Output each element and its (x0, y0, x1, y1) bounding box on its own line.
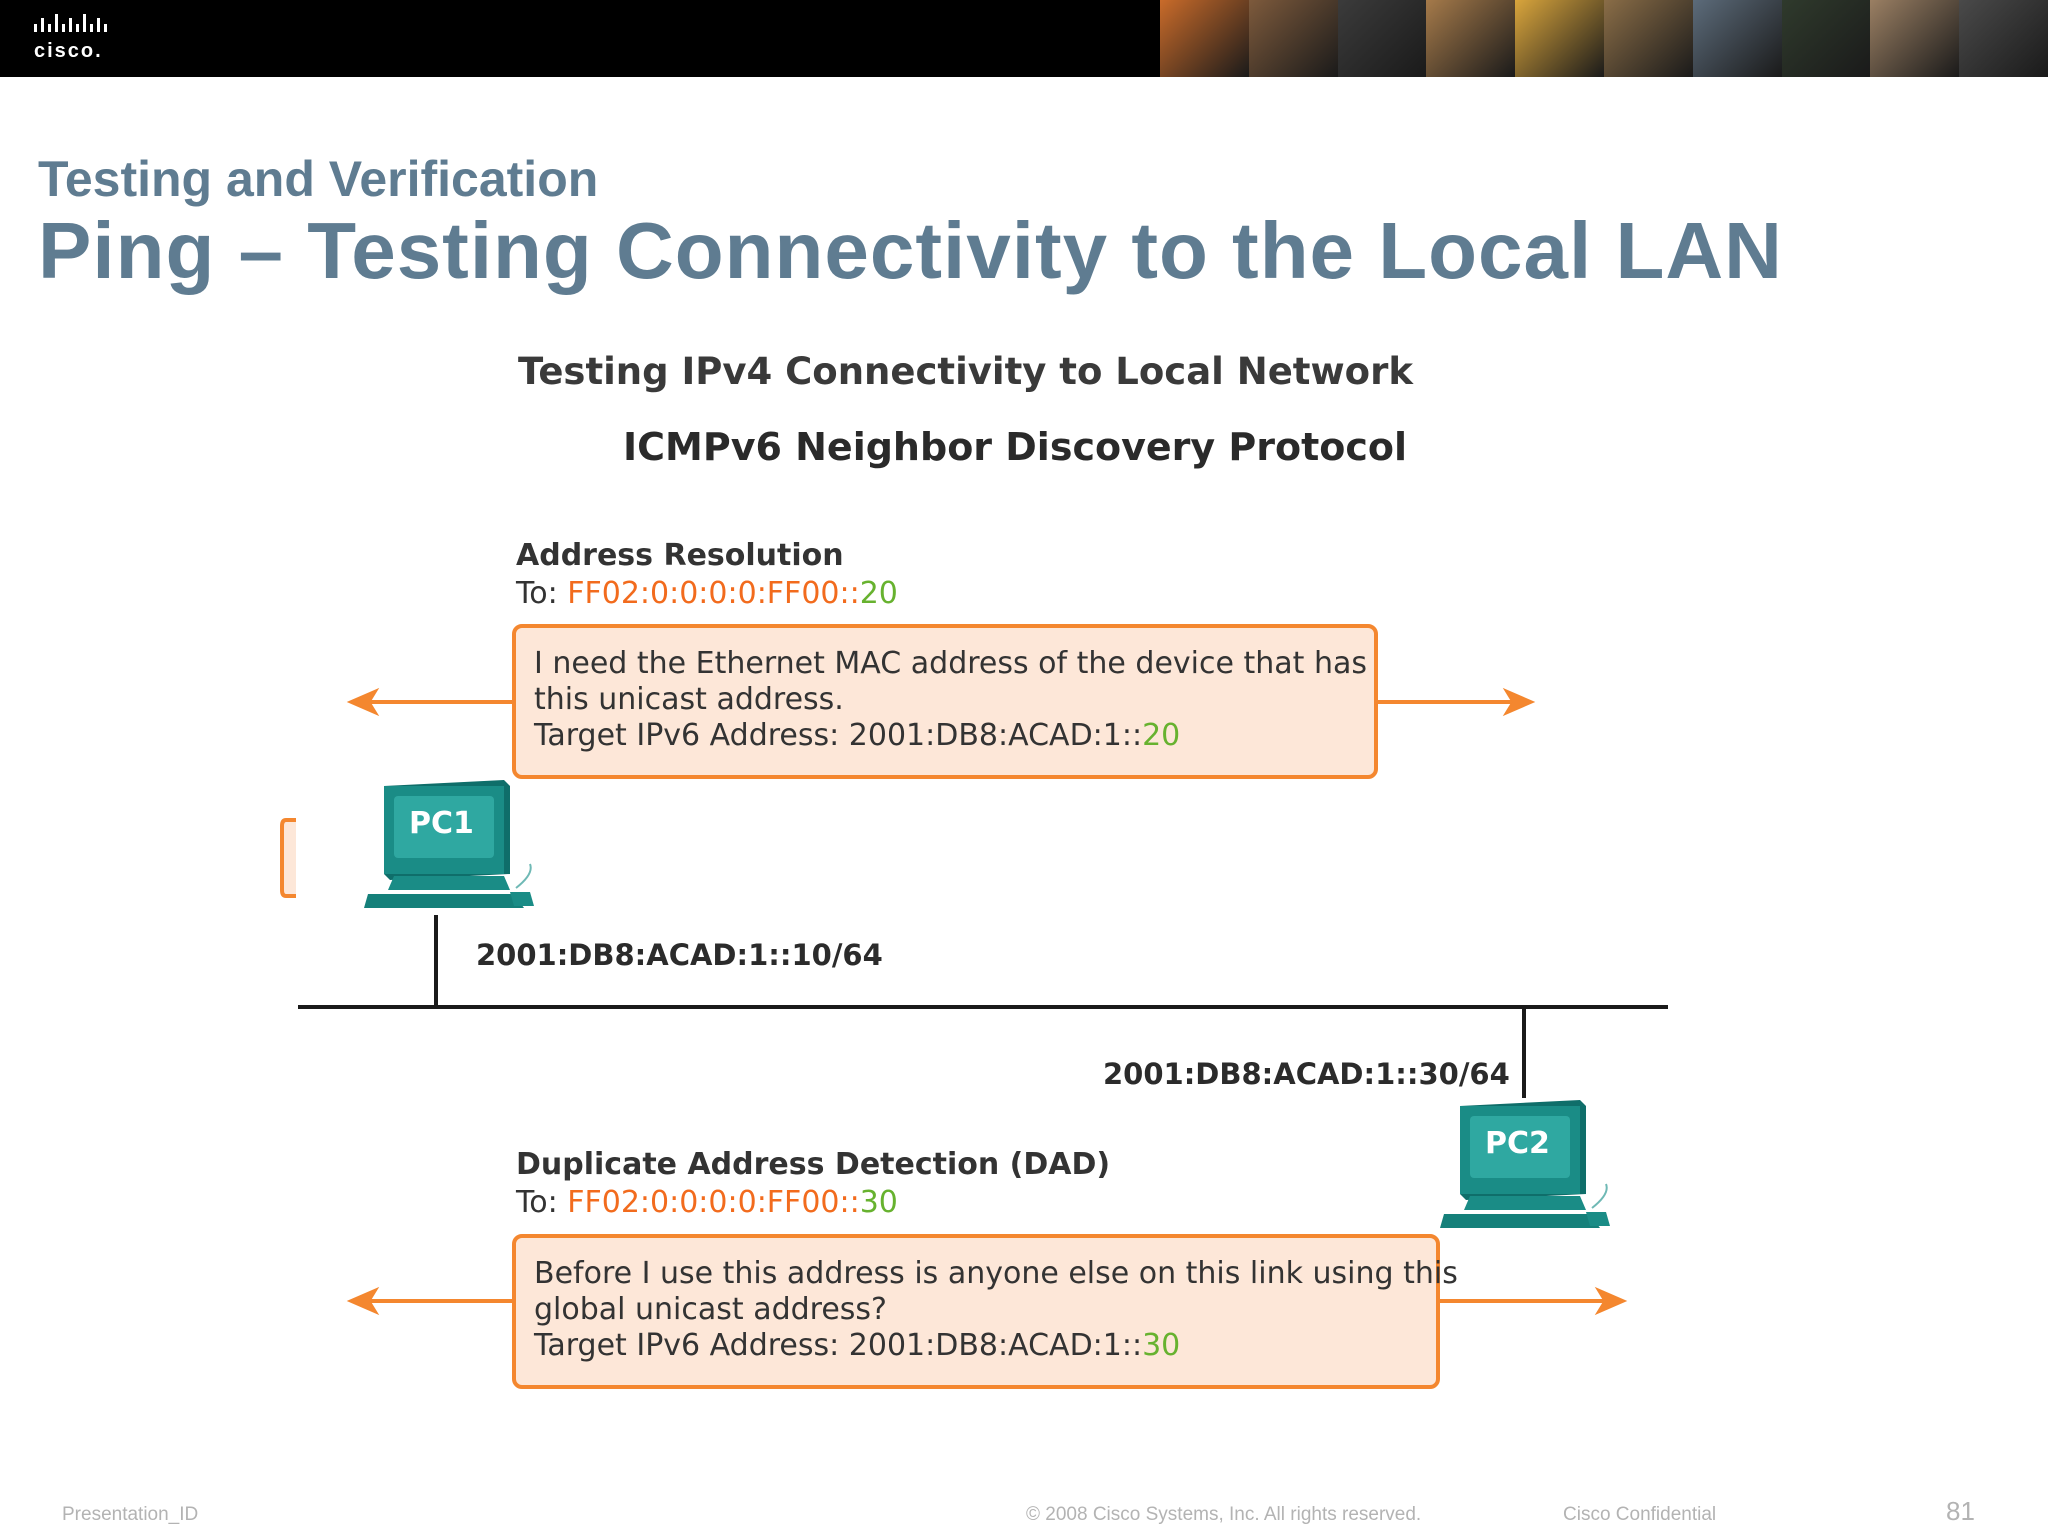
page-number: 81 (1946, 1496, 1975, 1526)
to-multicast: FF02:0:0:0:0:FF00 (567, 576, 840, 611)
address-resolution-message-box: I need the Ethernet MAC address of the d… (512, 624, 1378, 779)
diagram-title: Testing IPv4 Connectivity to Local Netwo… (518, 350, 1413, 393)
partial-box-edge (280, 818, 296, 898)
dad-line-1: Before I use this address is anyone else… (534, 1256, 1458, 1291)
header-photo-tile (1870, 0, 1960, 77)
ar-arrow-left (346, 687, 512, 717)
slide-subtitle: Testing and Verification (38, 151, 599, 207)
ar-line-3: Target IPv6 Address: 2001:DB8:ACAD:1::20 (534, 718, 1356, 754)
to-prefix: To: (516, 576, 568, 611)
cisco-bars-icon (34, 14, 107, 32)
to-separator: :: (839, 576, 860, 611)
pc1: PC1 (364, 776, 534, 916)
pc2-label: PC2 (1485, 1126, 1550, 1161)
footer-confidential: Cisco Confidential (1563, 1504, 1717, 1525)
to-suffix: 30 (859, 1185, 898, 1220)
header-photo-tile (1248, 0, 1338, 77)
footer-presentation-id: Presentation_ID (62, 1504, 199, 1525)
header-photo-tile (1160, 0, 1249, 77)
to-suffix: 20 (859, 576, 898, 611)
pc1-label: PC1 (409, 806, 474, 841)
to-separator: :: (839, 1185, 860, 1220)
header-bar: cisco. (0, 0, 2048, 77)
header-photo-tile (1781, 0, 1871, 77)
dad-line-3: Target IPv6 Address: 2001:DB8:ACAD:1::30 (534, 1328, 1418, 1364)
address-resolution-to-line: To: FF02:0:0:0:0:FF00::20 (516, 576, 898, 611)
header-photo-tile (1959, 0, 2048, 77)
dad-line-2: global unicast address? (534, 1292, 887, 1327)
ar-line-2: this unicast address. (534, 682, 844, 717)
cisco-logo: cisco. (28, 12, 128, 64)
ar-line-1: I need the Ethernet MAC address of the d… (534, 646, 1367, 681)
pc2: PC2 (1440, 1096, 1610, 1236)
to-prefix: To: (516, 1185, 568, 1220)
computer-icon (364, 780, 534, 908)
computer-icon (1440, 1100, 1610, 1228)
dad-to-line: To: FF02:0:0:0:0:FF00::30 (516, 1185, 898, 1220)
dad-arrow-left (346, 1286, 512, 1316)
ar-arrow-right (1376, 687, 1536, 717)
dad-heading: Duplicate Address Detection (DAD) (516, 1147, 1111, 1182)
diagram-subtitle: ICMPv6 Neighbor Discovery Protocol (623, 425, 1407, 469)
to-multicast: FF02:0:0:0:0:FF00 (567, 1185, 840, 1220)
dad-message-box: Before I use this address is anyone else… (512, 1234, 1458, 1389)
header-photo-tile (1692, 0, 1782, 77)
logo-text: cisco. (34, 40, 103, 62)
dad-target-suffix: 30 (1142, 1328, 1181, 1363)
ar-target-prefix: Target IPv6 Address: 2001:DB8:ACAD:1:: (534, 718, 1143, 753)
pc1-address: 2001:DB8:ACAD:1::10/64 (476, 938, 883, 972)
pc2-address: 2001:DB8:ACAD:1::30/64 (1103, 1057, 1510, 1091)
footer-copyright: © 2008 Cisco Systems, Inc. All rights re… (1026, 1504, 1422, 1525)
photo-strip (1160, 0, 2048, 77)
header-photo-tile (1603, 0, 1693, 77)
dad-arrow-right (1438, 1286, 1628, 1316)
slide-title: Ping – Testing Connectivity to the Local… (38, 206, 1783, 295)
address-resolution-heading: Address Resolution (516, 538, 844, 573)
header-photo-tile (1426, 0, 1516, 77)
dad-target-prefix: Target IPv6 Address: 2001:DB8:ACAD:1:: (534, 1328, 1143, 1363)
header-photo-tile (1337, 0, 1427, 77)
ar-target-suffix: 20 (1142, 718, 1181, 753)
header-photo-tile (1515, 0, 1604, 77)
